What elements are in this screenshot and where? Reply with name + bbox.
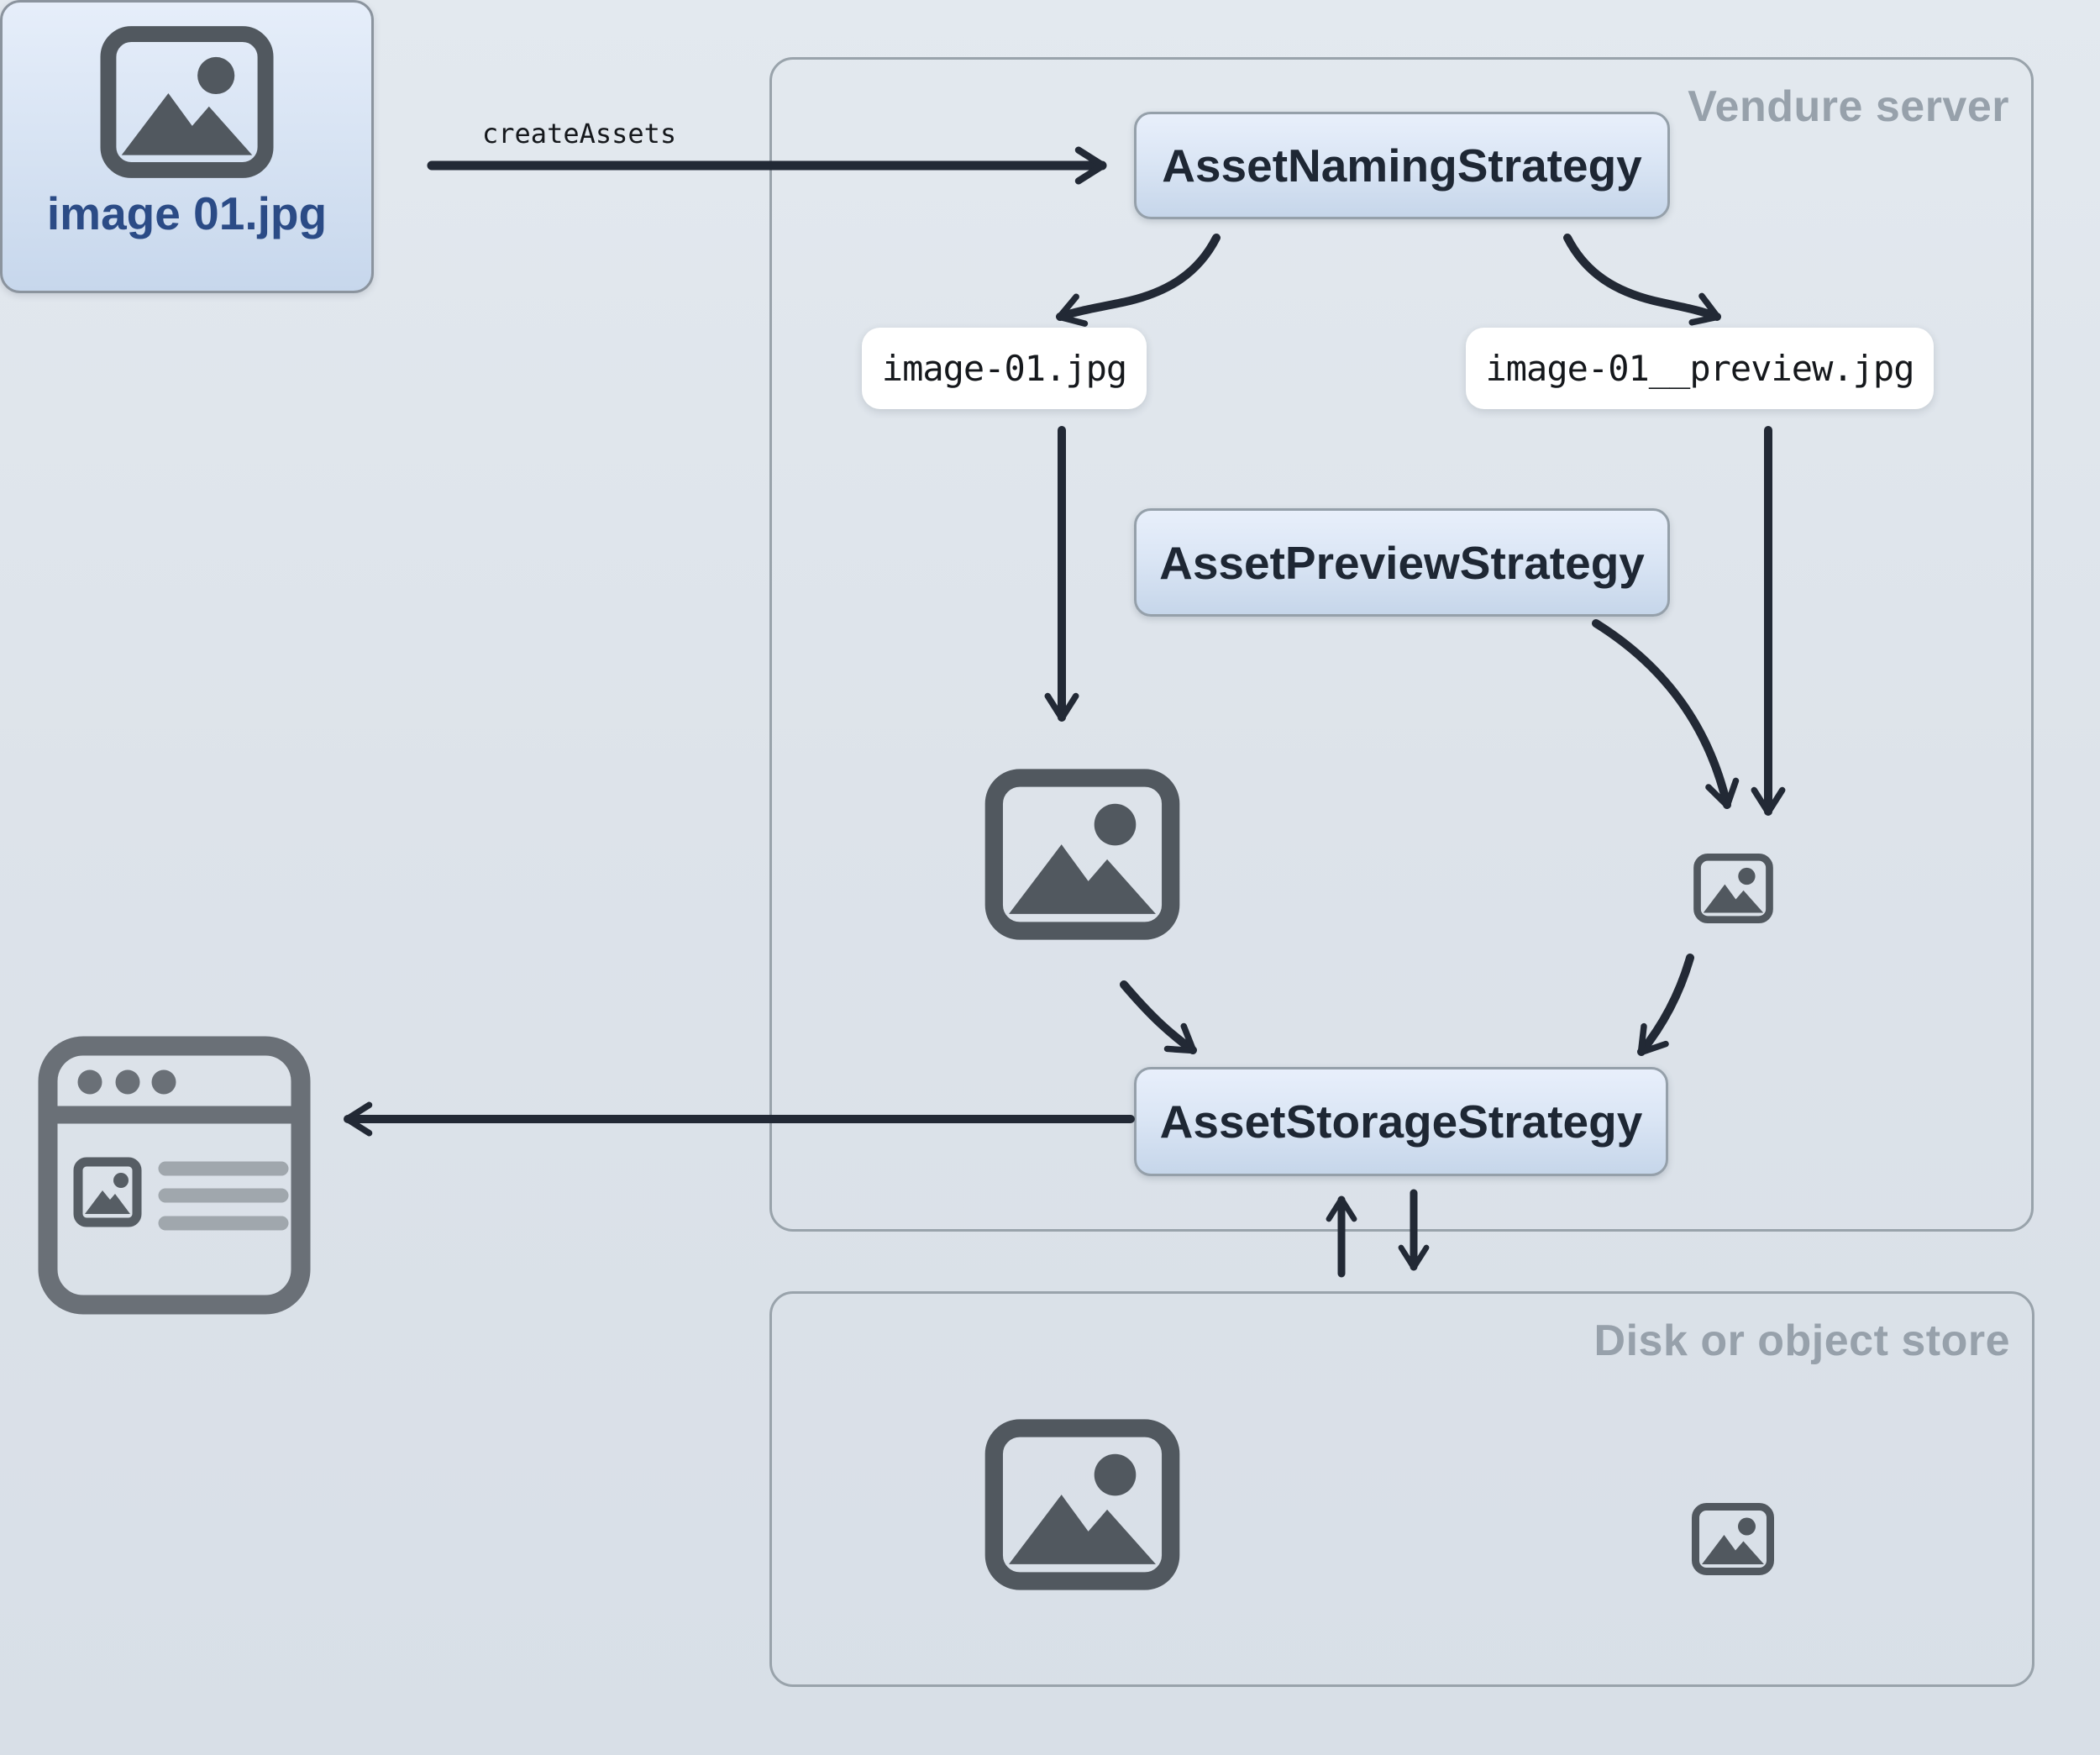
asset-preview-strategy-box: AssetPreviewStrategy — [1134, 508, 1670, 617]
preview-filename-pill: image-01__preview.jpg — [1466, 328, 1934, 409]
preview-image-icon — [1693, 853, 1774, 924]
preview-filename: image-01__preview.jpg — [1485, 348, 1914, 389]
asset-preview-strategy-label: AssetPreviewStrategy — [1159, 536, 1645, 589]
asset-storage-strategy-label: AssetStorageStrategy — [1159, 1096, 1643, 1148]
vendure-server-label: Vendure server — [1688, 82, 2009, 131]
browser-photo-icon — [73, 1157, 142, 1227]
asset-naming-strategy-box: AssetNamingStrategy — [1134, 112, 1670, 219]
browser-window-icon — [38, 1036, 311, 1315]
source-image-icon — [983, 767, 1182, 942]
source-filename: image-01.jpg — [881, 348, 1127, 389]
uploaded-file-card: image 01.jpg — [0, 0, 374, 293]
photo-icon — [98, 24, 276, 180]
stored-preview-image-icon — [1691, 1502, 1775, 1576]
asset-naming-strategy-label: AssetNamingStrategy — [1162, 139, 1642, 192]
create-assets-caption: createAssets — [482, 118, 677, 150]
source-filename-pill: image-01.jpg — [862, 328, 1147, 409]
stored-source-image-icon — [983, 1417, 1182, 1592]
asset-storage-strategy-box: AssetStorageStrategy — [1134, 1067, 1668, 1176]
uploaded-file-name: image 01.jpg — [46, 187, 328, 239]
vendure-server-zone: Vendure server — [769, 57, 2034, 1232]
object-store-label: Disk or object store — [1593, 1316, 2010, 1365]
object-store-zone: Disk or object store — [769, 1291, 2034, 1687]
